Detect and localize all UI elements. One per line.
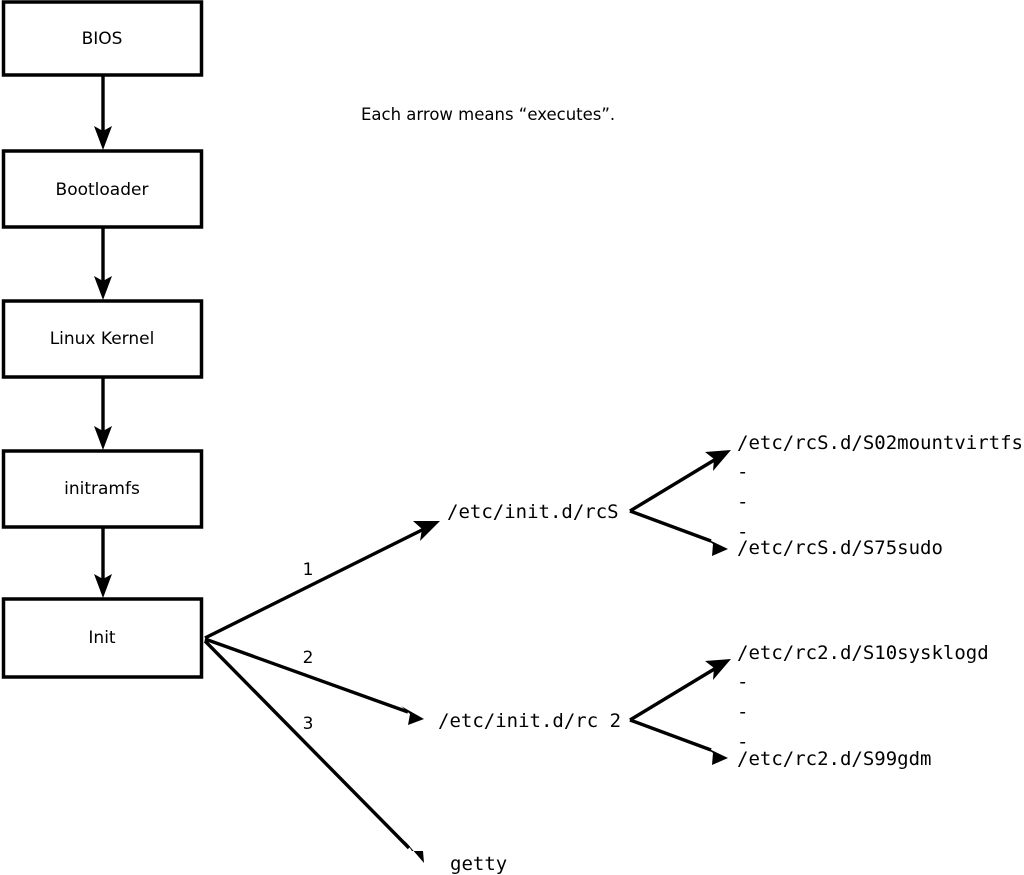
arrow-init-to-rc2: [204, 637, 424, 725]
arrow-initramfs-to-init: [94, 527, 112, 598]
node-bootloader[interactable]: Bootloader: [1, 149, 204, 229]
initramfs-label: initramfs: [64, 479, 140, 499]
label-rcS-child-1[interactable]: /etc/rcS.d/S75sudo: [737, 537, 943, 559]
rcS-ellipsis-dash-2: -: [737, 521, 748, 543]
rc2-ellipsis-dash-2: -: [737, 731, 748, 753]
kernel-label: Linux Kernel: [50, 329, 155, 349]
init-box-shape: [1, 597, 204, 679]
edge-number-1: 1: [303, 560, 314, 580]
node-initramfs[interactable]: initramfs: [1, 449, 204, 529]
arrow-rcS-to-s75sudo: [629, 509, 728, 556]
label-rc2-child-1[interactable]: /etc/rc2.d/S99gdm: [737, 748, 931, 770]
label-rc2[interactable]: /etc/init.d/rc 2: [438, 710, 621, 732]
arrow-init-to-getty: [203, 639, 424, 863]
bootloader-box-shape: [1, 149, 204, 229]
edge-number-3: 3: [303, 714, 314, 734]
bios-box-shape: [1, 0, 204, 77]
label-getty[interactable]: getty: [450, 853, 507, 875]
arrow-kernel-to-initramfs: [94, 377, 112, 450]
edge-number-2: 2: [303, 648, 314, 668]
arrow-rc2-to-s10sysklogd: [629, 659, 731, 722]
arrow-rcS-to-s02mountvirtfs: [629, 450, 731, 513]
rc2-ellipsis-dash-1: -: [737, 701, 748, 723]
rcS-ellipsis-dash-0: -: [737, 461, 748, 483]
legend-note: Each arrow means “executes”.: [361, 105, 615, 124]
arrow-bootloader-to-kernel: [94, 227, 112, 300]
init-label: Init: [88, 628, 116, 648]
bios-label: BIOS: [82, 29, 123, 49]
rc2-ellipsis-dash-0: -: [737, 671, 748, 693]
node-init[interactable]: Init: [1, 597, 204, 679]
label-rcS[interactable]: /etc/init.d/rcS: [447, 501, 619, 523]
arrow-bios-to-bootloader: [94, 75, 112, 150]
node-bios[interactable]: BIOS: [1, 0, 204, 77]
bootloader-label: Bootloader: [56, 180, 149, 200]
arrow-rc2-to-s99gdm: [629, 718, 728, 765]
initramfs-box-shape: [1, 449, 204, 529]
label-rcS-child-0[interactable]: /etc/rcS.d/S02mountvirtfs: [737, 432, 1023, 454]
rcS-ellipsis-dash-1: -: [737, 491, 748, 513]
node-linux-kernel[interactable]: Linux Kernel: [1, 299, 204, 379]
label-rc2-child-0[interactable]: /etc/rc2.d/S10sysklogd: [737, 642, 989, 664]
arrow-init-to-rcS: [204, 521, 440, 640]
